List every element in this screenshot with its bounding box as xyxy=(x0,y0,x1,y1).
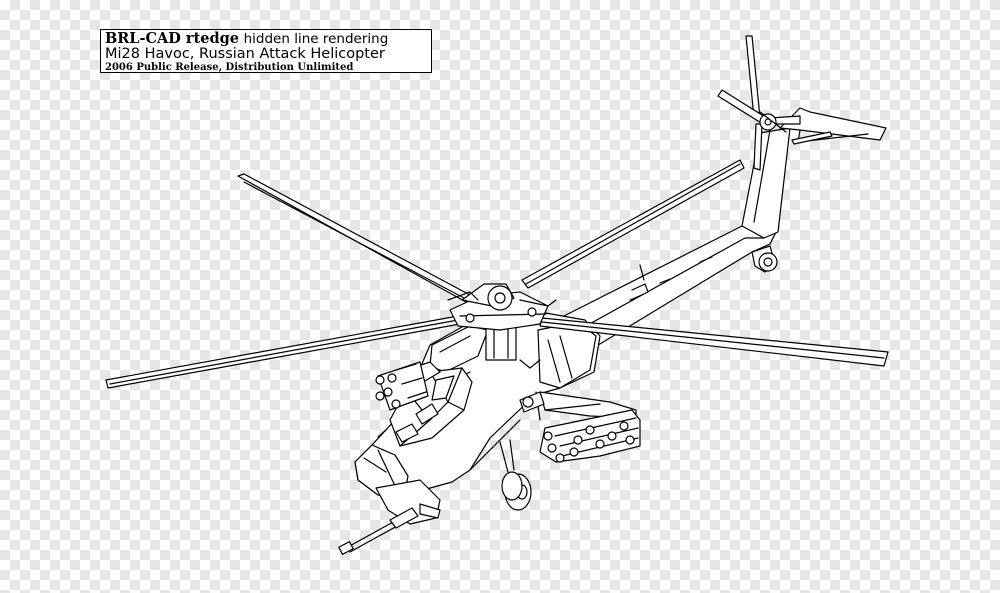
caption-box: BRL-CAD rtedge hidden line rendering Mi2… xyxy=(100,29,432,73)
missile-rack-right xyxy=(539,409,641,463)
landing-gear xyxy=(499,391,545,511)
caption-subject: Mi28 Havoc, Russian Attack Helicopter xyxy=(105,46,385,62)
main-rotor xyxy=(105,159,889,389)
rotor-hub xyxy=(447,283,557,361)
tail-fin xyxy=(741,127,791,273)
fuselage xyxy=(354,311,601,496)
caption-release: 2006 Public Release, Distribution Unlimi… xyxy=(105,62,354,73)
tail-rotor xyxy=(717,35,801,171)
caption-program: BRL-CAD rtedge xyxy=(105,30,239,47)
horizontal-stabilizer xyxy=(779,107,887,145)
rocket-pod-left xyxy=(375,361,429,411)
rotor-blade-front-right xyxy=(539,317,889,367)
caption-title: BRL-CAD rtedge hidden line rendering xyxy=(105,30,427,48)
nose-cannon xyxy=(338,479,441,555)
caption-rendering: hidden line rendering xyxy=(243,31,389,47)
